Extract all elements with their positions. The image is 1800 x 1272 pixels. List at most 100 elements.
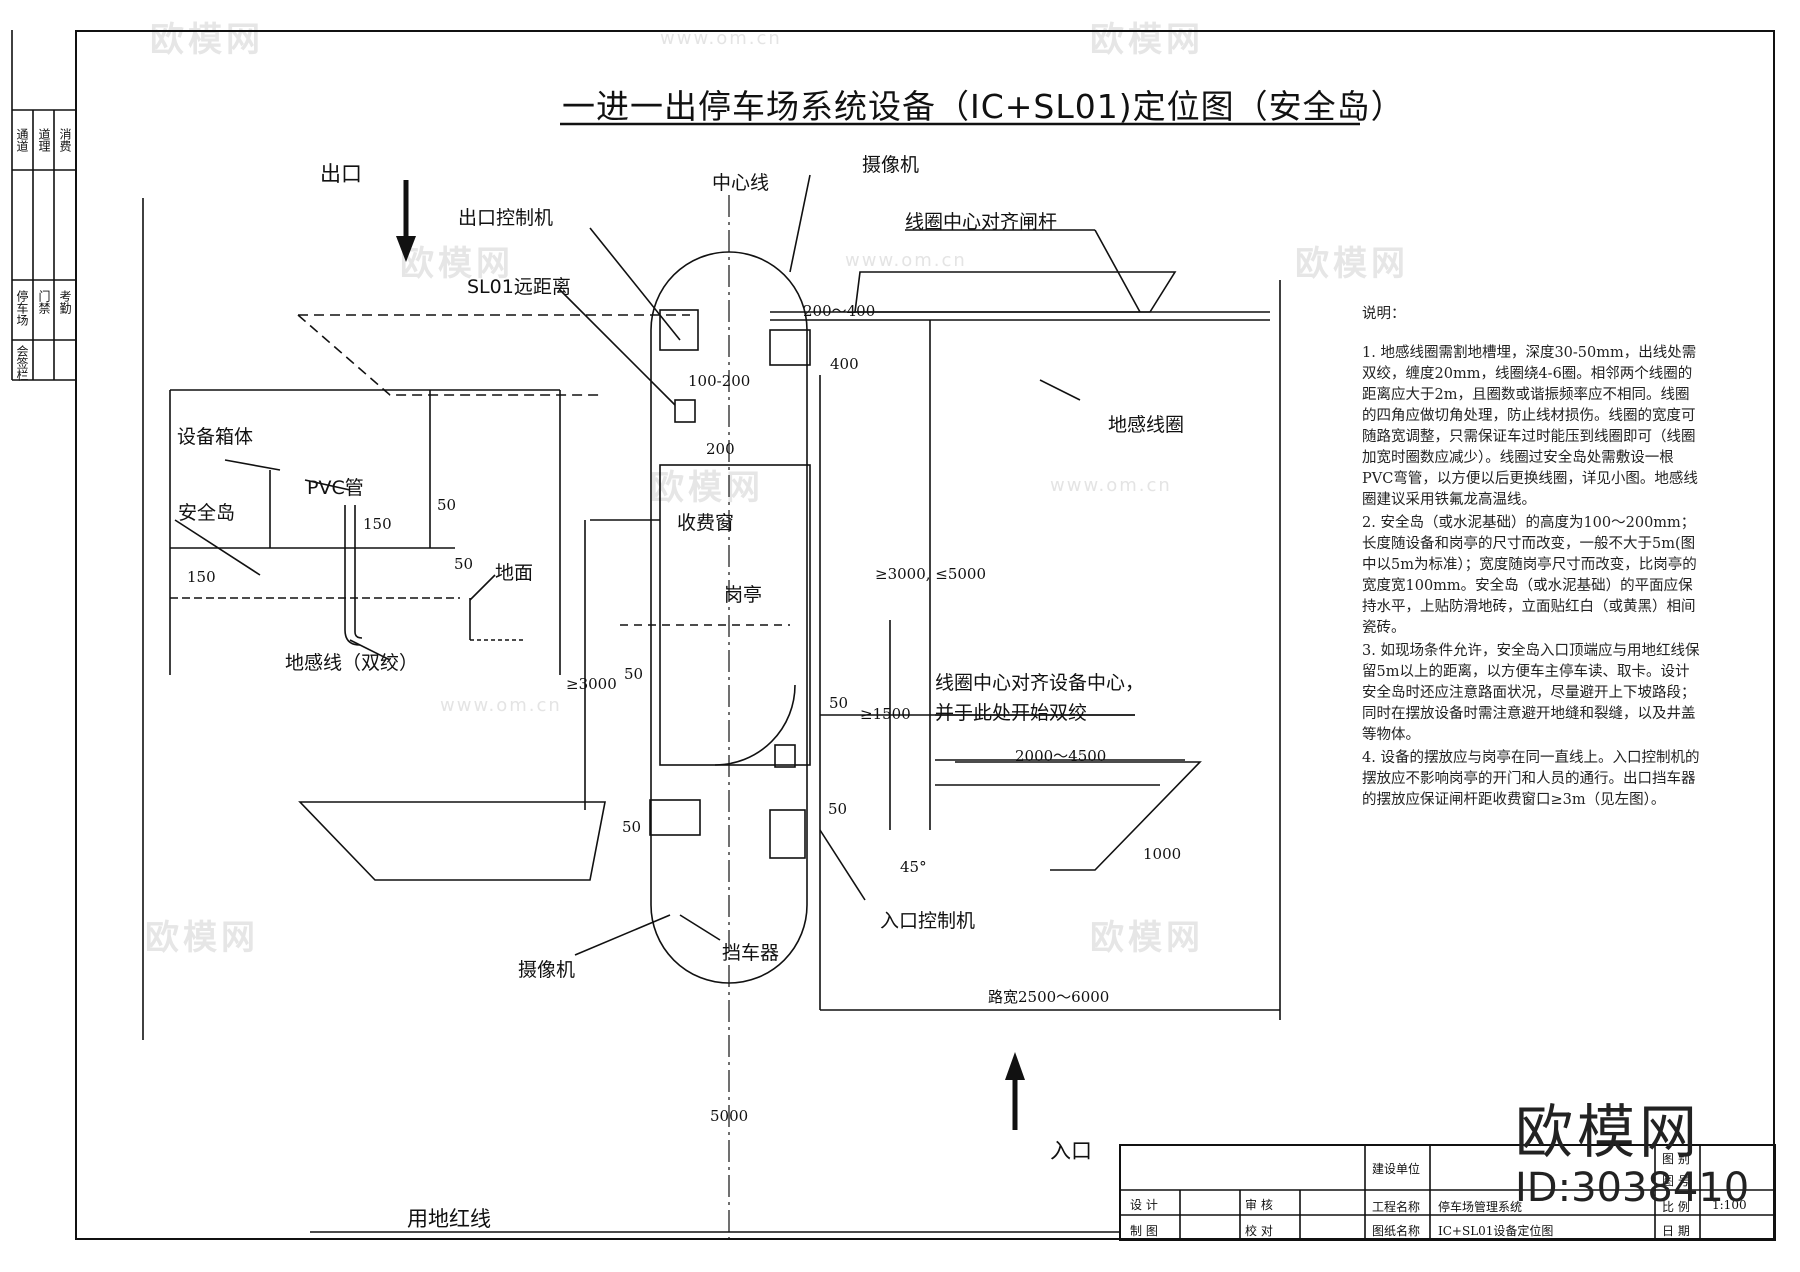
watermark-url: www.om.cn [660,28,782,49]
tb-draw: 制 图 [1130,1224,1158,1238]
watermark-logo: 欧模网 [1090,20,1204,60]
ground-loop-left [298,801,606,881]
exit-controller-label: 出口控制机 [458,207,554,229]
sl01-label: SL01远距离 [467,276,571,298]
exit-label: 出口 [320,162,362,186]
leader-exit-controller [589,227,681,341]
booth-outline [659,464,811,766]
tb-scale: 比 例 [1662,1200,1690,1214]
loop-align-gate-label: 线圈中心对齐闸杆 [905,211,1058,233]
tb-drawing-name-label: 图纸名称 [1372,1224,1421,1238]
drawing-frame [75,30,1775,1240]
dim-50-f: 50 [622,818,642,836]
dim-1500: ≥1500 [860,705,911,723]
tb-design: 设 计 [1130,1198,1158,1212]
watermark-logo: 欧模网 [400,244,514,284]
notes-heading: 说明： [1362,306,1406,322]
center-line-label: 中心线 [712,172,770,194]
dim-1000: 1000 [1143,845,1182,863]
safety-island-label: 安全岛 [178,502,236,524]
side-strip-col: 通道 [15,128,29,152]
dim-50-b: 50 [454,555,474,573]
leader-entrance-controller [819,829,866,901]
page-title: 一进一出停车场系统设备（IC+SL01)定位图（安全岛） [562,87,1405,126]
side-strip-col: 考勤 [58,290,72,314]
leader-ground-wire [349,639,391,661]
entrance-arrow-head [1005,1052,1025,1080]
side-strip-col: 会签栏 [15,345,29,381]
barrier-label: 挡车器 [722,942,780,964]
side-strip-col: 道理 [37,128,51,152]
loop-align-device-label-2: 并于此处开始双绞 [935,702,1088,724]
tb-category: 图 别 [1662,1152,1690,1166]
watermark-logo: 欧模网 [650,468,764,508]
watermark-logo: 欧模网 [150,20,264,60]
dim-50-c: 50 [624,665,644,683]
entrance-label: 入口 [1050,1139,1092,1163]
brand-stamp: 欧模网 [1515,1098,1702,1166]
dim-50-e: 50 [828,800,848,818]
watermark-url: www.om.cn [1050,475,1172,496]
ground-wire-label: 地感线（双绞） [285,652,419,674]
tb-unit: 建设单位 [1372,1162,1421,1176]
tb-review: 审 核 [1245,1198,1273,1212]
dim-200-400: 200～400 [803,302,876,320]
tb-scale-value: 1:100 [1712,1198,1747,1212]
title-block [1119,1144,1776,1241]
brand-id: ID:3038410 [1515,1165,1750,1211]
leader-safety-island [174,519,261,576]
dim-150-a: 150 [363,515,392,533]
note-3: 3. 如现场条件允许，安全岛入口顶端应与用地红线保留5m以上的距离，以方便车主停… [1362,643,1700,743]
tb-date: 日 期 [1662,1224,1690,1238]
tb-drawing-name: IC+SL01设备定位图 [1438,1224,1554,1238]
entry-reader [774,744,796,768]
tb-project-name: 停车场管理系统 [1438,1200,1523,1214]
entrance-controller-box [769,809,806,859]
tb-project-name-label: 工程名称 [1372,1200,1421,1214]
exit-controller-box [659,309,699,351]
toll-window-label: 收费窗 [677,512,735,534]
watermark-url: www.om.cn [440,695,562,716]
sl01-reader [674,399,696,423]
loop-align-device-label-1: 线圈中心对齐设备中心， [935,672,1145,694]
exit-loop-dashed [297,314,690,396]
leader-sl01 [559,289,676,406]
note-2: 2. 安全岛（或水泥基础）的高度为100～200mm；长度随设备和岗亭的尺寸而改… [1362,515,1697,636]
booth-label: 岗亭 [724,584,763,606]
dim-150-b: 150 [187,568,216,586]
dim-5000: 5000 [710,1107,749,1125]
ground-loop-label: 地感线圈 [1108,414,1185,436]
dim-3000: ≥3000 [566,675,617,693]
dim-50-d: 50 [829,694,849,712]
watermark-logo: 欧模网 [1090,918,1204,958]
exit-arrow-head [396,236,416,262]
leader-camera-top [789,174,811,273]
note-4: 4. 设备的摆放应与岗亭在同一直线上。入口控制机的摆放应不影响岗亭的开门和人员的… [1362,750,1700,808]
leader-barrier [679,914,721,941]
tb-number: 图 号 [1662,1174,1690,1188]
side-strip-col: 门禁 [37,290,51,314]
entry-loop-top [854,271,1177,313]
safety-island-outline [650,251,808,984]
watermark-url: www.om.cn [845,250,967,271]
side-strip-col: 消费 [58,128,72,152]
entrance-controller-label: 入口控制机 [880,910,976,932]
ground-loop-right [955,761,1202,871]
barrier-box [649,799,701,836]
sl01-box [769,329,811,366]
pvc-pipe [344,505,361,646]
dim-200: 200 [706,440,735,458]
red-line-label: 用地红线 [407,1207,491,1231]
leader-ground-loop [1039,379,1081,401]
note-1: 1. 地感线圈需割地槽埋，深度30-50mm，出线处需双绞，缠度20mm，线圈绕… [1362,345,1698,508]
ground-label: 地面 [495,562,534,584]
tb-check: 校 对 [1245,1224,1273,1238]
side-strip-col: 停车场 [15,290,29,326]
leader-equipment-box [224,459,281,471]
leader-loop-align [1094,229,1141,313]
camera-top-label: 摄像机 [862,154,920,176]
notes-panel: 说明： 1. 地感线圈需割地槽埋，深度30-50mm，出线处需双绞，缠度20mm… [1362,304,1702,813]
watermark-logo: 欧模网 [1295,244,1409,284]
leader-camera-bottom [574,914,671,956]
